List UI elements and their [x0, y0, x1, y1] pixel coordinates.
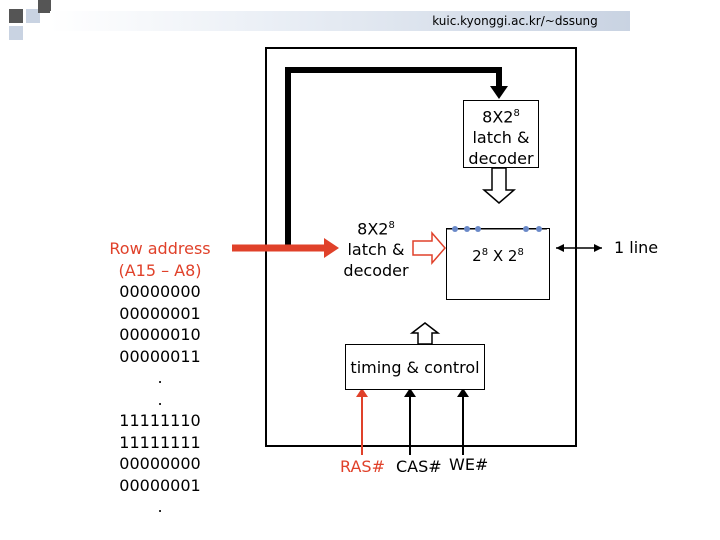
header-bar: [50, 11, 630, 31]
row-address-value: 00000001: [119, 303, 201, 323]
row-address-value: 11111110: [119, 411, 201, 430]
memory-array: 28 X 28: [446, 226, 550, 300]
timing-control-block: timing & control: [345, 344, 485, 390]
row-address-title: Row address: [109, 239, 211, 258]
feedback-path: [285, 67, 502, 248]
left-latch-label: latch &: [347, 240, 405, 260]
source-url: kuic.kyonggi.ac.kr/~dssung: [432, 14, 598, 28]
top-latch-label: latch &: [472, 128, 530, 148]
feedback-arrowhead: [490, 86, 508, 99]
row-address-value: .: [157, 368, 163, 387]
row-address-value: 00000001: [119, 475, 201, 495]
row-address-value: 00000000: [119, 454, 201, 473]
decor-square-light: [26, 9, 40, 23]
row-address-value: 00000000: [119, 282, 201, 301]
decor-square-light: [9, 26, 23, 40]
cas-label: CAS#: [396, 457, 442, 476]
row-address-value: .: [157, 497, 163, 516]
row-latch-decoder: 8X28 latch & decoder: [339, 213, 413, 283]
line-width-label: 1 line: [614, 238, 659, 257]
array-size-label: 28 X 28: [472, 247, 524, 265]
decor-square-dark: [38, 0, 51, 13]
top-latch-size: 8X2: [482, 107, 514, 127]
timing-label: timing & control: [350, 358, 480, 377]
latch-to-array-arrow: [412, 230, 446, 266]
left-latch-exp: 8: [388, 220, 395, 231]
row-address-value: 00000011: [119, 346, 201, 366]
timing-output-arrow: [409, 322, 441, 345]
left-latch-label2: decoder: [343, 261, 409, 281]
row-address-bus-arrowhead: [324, 238, 339, 258]
column-latch-decoder: 8X28 latch & decoder: [463, 100, 539, 168]
left-latch-size: 8X2: [357, 219, 389, 239]
top-latch-exp: 8: [513, 108, 520, 119]
ras-label: RAS#: [340, 457, 385, 476]
row-address-range: (A15 – A8): [118, 260, 202, 280]
row-address-list: Row address (A15 – A8) 00000000 00000001…: [95, 238, 225, 518]
top-latch-label2: decoder: [468, 149, 534, 169]
row-address-value: .: [157, 389, 163, 409]
row-address-value: 11111111: [119, 432, 201, 452]
array-row-line: [447, 226, 547, 232]
decor-square-dark: [9, 9, 23, 23]
we-label: WE#: [449, 455, 489, 474]
top-latch-to-array-arrow: [481, 167, 517, 204]
row-address-value: 00000010: [119, 325, 201, 344]
